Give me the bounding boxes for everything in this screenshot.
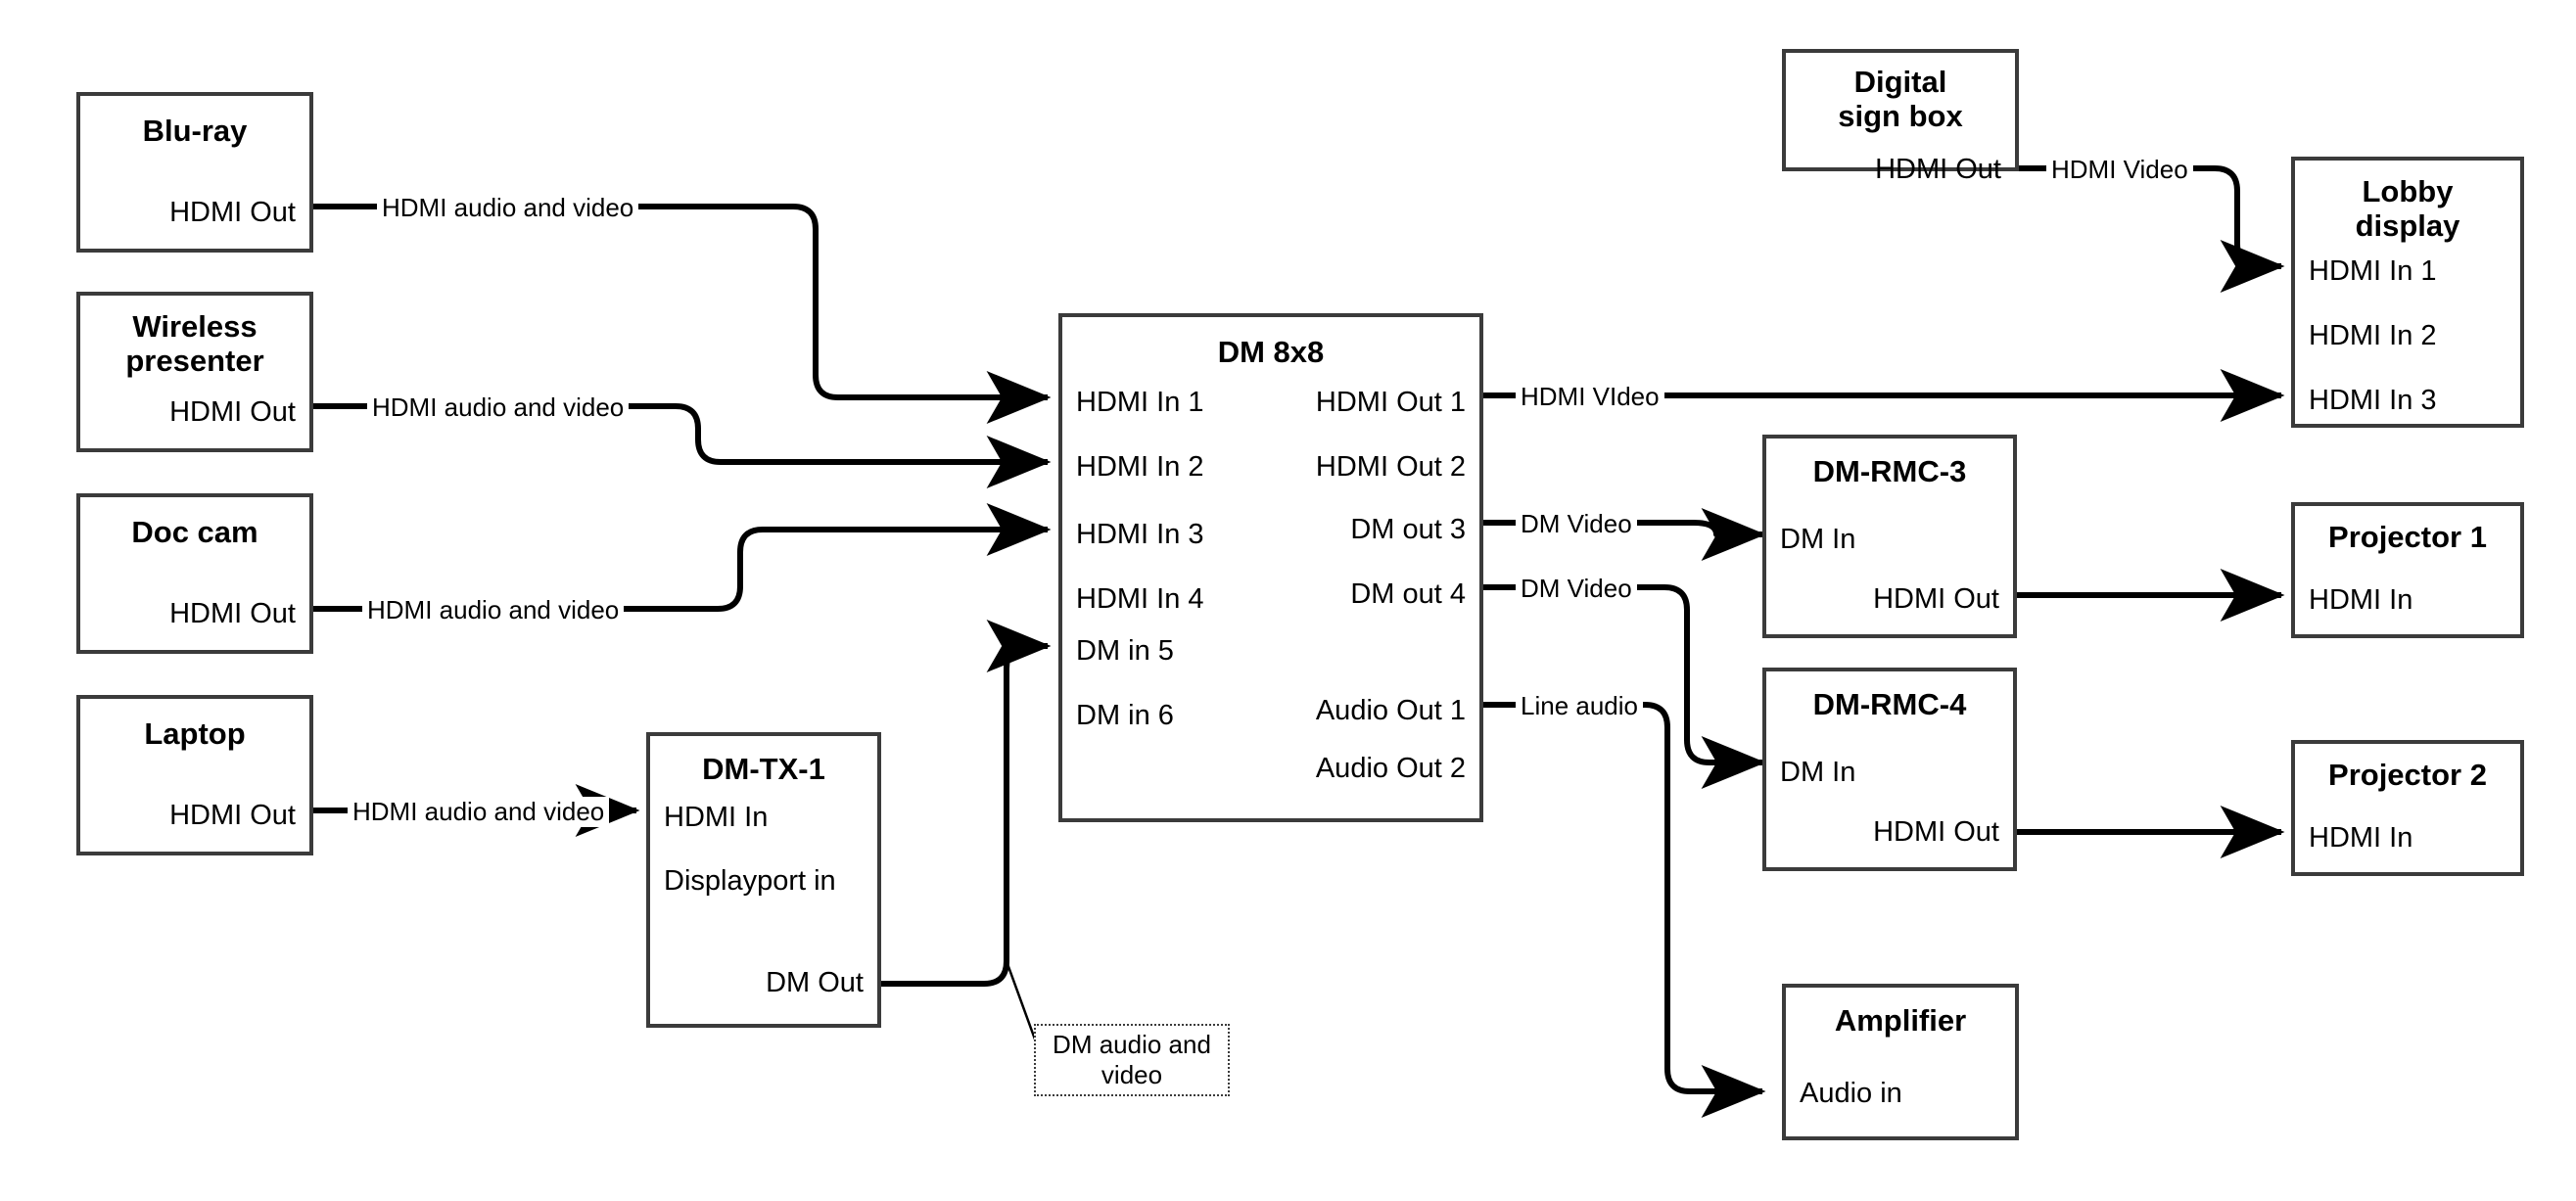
- node-title: DM-TX-1: [702, 752, 825, 786]
- port-hdmi-out: HDMI Out: [169, 800, 296, 831]
- port-audio-in: Audio in: [1800, 1078, 1902, 1109]
- port-hdmi-out-2: HDMI Out 2: [1315, 451, 1466, 483]
- node-dm-rmc-4[interactable]: DM-RMC-4 DM In HDMI Out: [1762, 668, 2017, 871]
- callout-dm-audio-and-video: DM audio and video: [1034, 1024, 1230, 1096]
- node-amplifier[interactable]: Amplifier Audio in: [1782, 984, 2019, 1140]
- port-displayport-in: Displayport in: [664, 865, 836, 897]
- port-hdmi-out-1: HDMI Out 1: [1315, 387, 1466, 418]
- port-audio-out-1: Audio Out 1: [1315, 695, 1466, 726]
- edge-label-hdmi-out1-video: HDMI VIdeo: [1516, 382, 1664, 412]
- node-title: DM-RMC-3: [1812, 454, 1967, 488]
- port-dm-in-6: DM in 6: [1076, 700, 1174, 731]
- port-hdmi-out: HDMI Out: [1873, 583, 1999, 615]
- edge-label-dm-out3-video: DM Video: [1516, 509, 1637, 539]
- port-hdmi-in: HDMI In: [2309, 822, 2413, 854]
- port-dm-in: DM In: [1780, 524, 1856, 555]
- port-hdmi-in: HDMI In: [2309, 584, 2413, 616]
- node-dm-tx-1[interactable]: DM-TX-1 HDMI In Displayport in DM Out: [646, 732, 881, 1028]
- callout-leader-line: [1005, 960, 1040, 1048]
- node-lobby-display[interactable]: Lobby display HDMI In 1 HDMI In 2 HDMI I…: [2291, 157, 2524, 428]
- node-digital-sign-box[interactable]: Digital sign box HDMI Out: [1782, 49, 2019, 185]
- port-dm-in: DM In: [1780, 757, 1856, 788]
- port-hdmi-out: HDMI Out: [169, 197, 296, 228]
- node-blu-ray[interactable]: Blu-ray HDMI Out: [76, 92, 313, 253]
- node-title: DM-RMC-4: [1812, 687, 1967, 721]
- port-hdmi-in: HDMI In: [664, 802, 769, 833]
- edge-label-wireless-hdmi: HDMI audio and video: [367, 393, 630, 423]
- edge-label-signbox-hdmi-video: HDMI Video: [2046, 155, 2193, 185]
- port-dm-in-5: DM in 5: [1076, 635, 1174, 667]
- node-title: Wireless presenter: [125, 309, 264, 379]
- port-dm-out-3: DM out 3: [1350, 514, 1466, 545]
- node-dm-8x8[interactable]: DM 8x8 HDMI In 1 HDMI In 2 HDMI In 3 HDM…: [1058, 313, 1483, 822]
- port-hdmi-out: HDMI Out: [169, 396, 296, 428]
- edge-label-dm-out4-video: DM Video: [1516, 574, 1637, 604]
- node-wireless-presenter[interactable]: Wireless presenter HDMI Out: [76, 292, 313, 452]
- port-hdmi-in-2: HDMI In 2: [2309, 320, 2437, 351]
- node-title: Amplifier: [1834, 1003, 1967, 1038]
- node-laptop[interactable]: Laptop HDMI Out: [76, 695, 313, 855]
- edge-label-bluray-hdmi: HDMI audio and video: [377, 193, 639, 223]
- node-title: DM 8x8: [1217, 335, 1325, 369]
- port-hdmi-out: HDMI Out: [1875, 154, 2001, 185]
- node-title: Laptop: [144, 716, 246, 751]
- port-hdmi-in-3: HDMI In 3: [1076, 519, 1204, 550]
- node-title: Lobby display: [2355, 174, 2460, 244]
- node-dm-rmc-3[interactable]: DM-RMC-3 DM In HDMI Out: [1762, 435, 2017, 638]
- port-audio-out-2: Audio Out 2: [1315, 753, 1466, 784]
- edge-label-doccam-hdmi: HDMI audio and video: [362, 595, 625, 625]
- node-title: Projector 2: [2328, 758, 2487, 792]
- port-hdmi-in-2: HDMI In 2: [1076, 451, 1204, 483]
- node-title: Digital sign box: [1838, 65, 1963, 134]
- node-projector-1[interactable]: Projector 1 HDMI In: [2291, 502, 2524, 638]
- port-hdmi-out: HDMI Out: [1873, 816, 1999, 848]
- node-title: Blu-ray: [142, 114, 248, 148]
- node-projector-2[interactable]: Projector 2 HDMI In: [2291, 740, 2524, 876]
- node-title: Doc cam: [131, 515, 258, 549]
- port-hdmi-in-1: HDMI In 1: [2309, 255, 2437, 287]
- edge-label-laptop-hdmi: HDMI audio and video: [348, 797, 610, 827]
- edge-label-line-audio: Line audio: [1516, 691, 1643, 721]
- port-hdmi-in-4: HDMI In 4: [1076, 583, 1204, 615]
- port-dm-out-4: DM out 4: [1350, 578, 1466, 610]
- node-doc-cam[interactable]: Doc cam HDMI Out: [76, 493, 313, 654]
- node-title: Projector 1: [2328, 520, 2487, 554]
- port-hdmi-out: HDMI Out: [169, 598, 296, 629]
- port-dm-out: DM Out: [766, 967, 864, 998]
- port-hdmi-in-1: HDMI In 1: [1076, 387, 1204, 418]
- port-hdmi-in-3: HDMI In 3: [2309, 385, 2437, 416]
